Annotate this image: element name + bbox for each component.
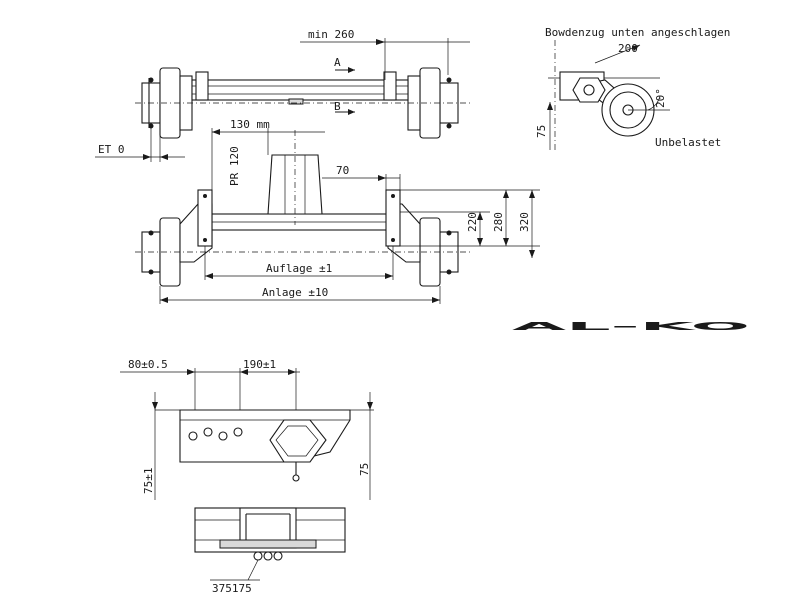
- dim-75-side: 75: [535, 125, 548, 138]
- section-b-label: B: [334, 100, 341, 113]
- section-a-label: A: [334, 56, 341, 69]
- axle-front-view: [95, 38, 470, 162]
- dim-20-degrees: 20°: [654, 88, 667, 108]
- unloaded-label: Unbelastet: [655, 136, 721, 149]
- dim-200: 200: [618, 42, 638, 55]
- dim-pr-120: PR 120: [228, 146, 241, 186]
- dim-220: 220: [466, 212, 479, 232]
- logo-text: AL-KO: [512, 320, 750, 333]
- auflage-dimension: Auflage ±1: [266, 262, 332, 275]
- dim-280: 280: [492, 212, 505, 232]
- dim-75-right: 75: [358, 463, 371, 476]
- cable-note: Bowdenzug unten angeschlagen: [545, 26, 730, 39]
- anlage-dimension: Anlage ±10: [262, 286, 328, 299]
- bracket-side-detail: [120, 368, 374, 500]
- part-number: 375175: [212, 582, 252, 595]
- dim-130-mm: 130 mm: [230, 118, 270, 131]
- dim-70: 70: [336, 164, 349, 177]
- et-0-dimension: ET 0: [98, 143, 125, 156]
- min-260-dimension: min 260: [308, 28, 354, 41]
- axle-plan-view: [135, 128, 540, 304]
- dim-320: 320: [518, 212, 531, 232]
- bracket-plan-detail: [194, 507, 346, 581]
- dim-80: 80±0.5: [128, 358, 168, 371]
- dim-190: 190±1: [243, 358, 276, 371]
- al-ko-logo: AL-KO: [512, 320, 750, 333]
- axle-side-view: [547, 40, 670, 150]
- dim-75-left: 75±1: [142, 468, 155, 495]
